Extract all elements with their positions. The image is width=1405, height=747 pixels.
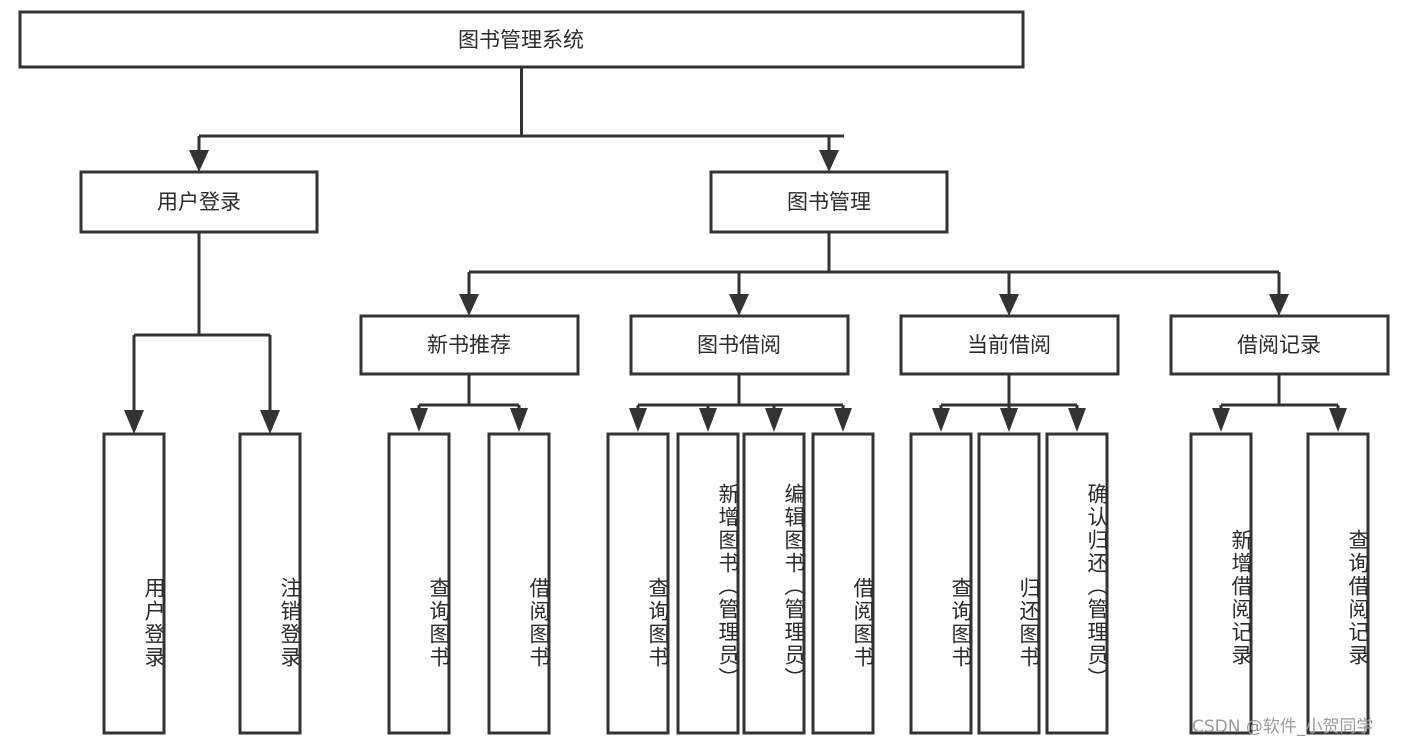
node-user-login-label: 用户登录 [157,190,241,214]
arrowhead-nb-leaf1 [410,408,428,432]
arrowhead-br-leaf2 [1329,408,1347,432]
arrowhead-ul-leaf2 [260,410,280,434]
node-new-book-recommend[interactable]: 新书推荐 [359,314,580,376]
node-leaf-cb-confirm-return-box[interactable] [1045,432,1109,735]
node-user-login-box[interactable] [79,170,319,234]
arrowhead-cb-leaf2 [1000,408,1018,432]
arrowhead-current-borrow [999,294,1019,316]
node-leaf-nb-borrow-book-box[interactable] [487,432,551,735]
node-user-login[interactable]: 用户登录 [79,170,319,234]
node-leaf-cb-return-book-box[interactable] [977,432,1041,735]
arrowhead-borrow-record [1269,294,1289,316]
node-leaf-bb-add-book-box[interactable] [676,432,740,735]
node-book-manage[interactable]: 图书管理 [709,170,949,234]
node-leaf-cb-query-book-box[interactable] [909,432,973,735]
node-current-borrow[interactable]: 当前借阅 [899,314,1120,376]
node-leaf-bb-query-book-box[interactable] [606,432,670,735]
arrowhead-bb-leaf2 [699,408,717,432]
node-root-label: 图书管理系统 [458,28,584,52]
node-borrow-record-box[interactable] [1169,314,1390,376]
node-book-manage-box[interactable] [709,170,949,234]
node-root[interactable]: 图书管理系统 [18,10,1025,69]
node-root-box[interactable] [18,10,1025,69]
node-leaf-bb-edit-book-box[interactable] [742,432,806,735]
arrowhead-ul-leaf1 [124,410,144,434]
node-current-borrow-label: 当前借阅 [967,333,1051,357]
watermark-text: CSDN @软件_小贺同学 [1192,717,1374,737]
connectors [124,67,1347,434]
arrowhead-bb-leaf3 [765,408,783,432]
node-book-borrow[interactable]: 图书借阅 [629,314,850,376]
node-leaf-user-login-box[interactable] [102,432,166,735]
arrowhead-bb-leaf4 [834,408,852,432]
node-new-book-recommend-label: 新书推荐 [427,333,511,357]
node-current-borrow-box[interactable] [899,314,1120,376]
arrowhead-bb-leaf1 [629,408,647,432]
node-leaf-br-add-record-box[interactable] [1189,432,1253,735]
arrowhead-br-leaf1 [1212,408,1230,432]
node-leaf-logout-box[interactable] [238,432,302,735]
node-new-book-recommend-box[interactable] [359,314,580,376]
arrowhead-cb-leaf1 [932,408,950,432]
node-book-borrow-label: 图书借阅 [697,333,781,357]
node-leaf-nb-query-book-box[interactable] [387,432,451,735]
node-leaf-bb-borrow-book-box[interactable] [811,432,875,735]
node-book-borrow-box[interactable] [629,314,850,376]
node-leaf-br-query-record-box[interactable] [1306,432,1370,735]
node-book-manage-label: 图书管理 [787,190,871,214]
arrowhead-book-manage [819,150,839,172]
arrowhead-user-login [189,150,209,172]
node-borrow-record[interactable]: 借阅记录 [1169,314,1390,376]
arrowhead-nb-leaf2 [510,408,528,432]
arrowhead-new-book [459,294,479,316]
node-borrow-record-label: 借阅记录 [1237,333,1321,357]
arrowhead-book-borrow [729,294,749,316]
arrowhead-cb-leaf3 [1068,408,1086,432]
